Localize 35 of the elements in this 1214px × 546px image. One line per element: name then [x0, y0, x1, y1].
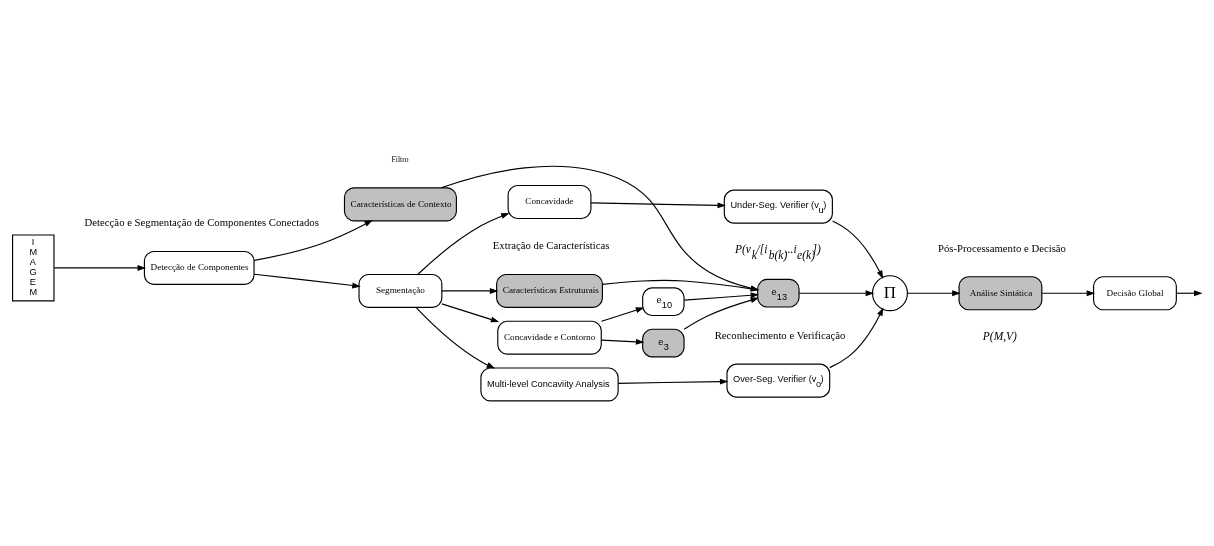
- arrow: [441, 302, 500, 322]
- arrow: [600, 338, 645, 345]
- label: Pós-Processamento e Decisão: [937, 241, 1066, 254]
- label: Reconhecimento e Verificação: [714, 328, 846, 341]
- arrow: [253, 219, 373, 261]
- label: Extração de Características: [492, 238, 610, 251]
- node-box: IMAGEM: [12, 233, 55, 301]
- arrow: [617, 378, 729, 385]
- arrow: [415, 306, 496, 369]
- arrow: [1041, 289, 1096, 296]
- label: Detecção e Segmentação de Componentes Conectados: [84, 215, 319, 228]
- node-box: Multi-level Concaviity Analysis: [480, 366, 619, 401]
- node-box: Concavidade: [507, 184, 592, 219]
- node-box: Decisão Global: [1093, 275, 1177, 310]
- arrow: [683, 296, 760, 330]
- arrow: [441, 287, 499, 294]
- arrow: [417, 212, 510, 275]
- label: Filtro: [391, 154, 409, 164]
- node-box: Segmentação: [358, 273, 443, 308]
- node-box: Análise Sintática: [958, 275, 1043, 310]
- node-label: P(M,V): [982, 329, 1017, 342]
- node-box: Características de Contexto: [343, 186, 457, 221]
- node-box: Concavidade e Contorno: [497, 320, 602, 355]
- arrow: [832, 219, 884, 279]
- arrow: [600, 306, 645, 322]
- arrow: [253, 273, 361, 288]
- node-box: Detecção de Componentes: [143, 250, 255, 285]
- arrow: [590, 201, 726, 208]
- node-box: Características Estruturais: [496, 273, 603, 308]
- node-circle: Π: [871, 274, 908, 311]
- arrow: [829, 306, 884, 368]
- arrow: [906, 289, 961, 296]
- arrow: [53, 264, 146, 271]
- arrow: [798, 289, 875, 296]
- arrow: [683, 291, 760, 301]
